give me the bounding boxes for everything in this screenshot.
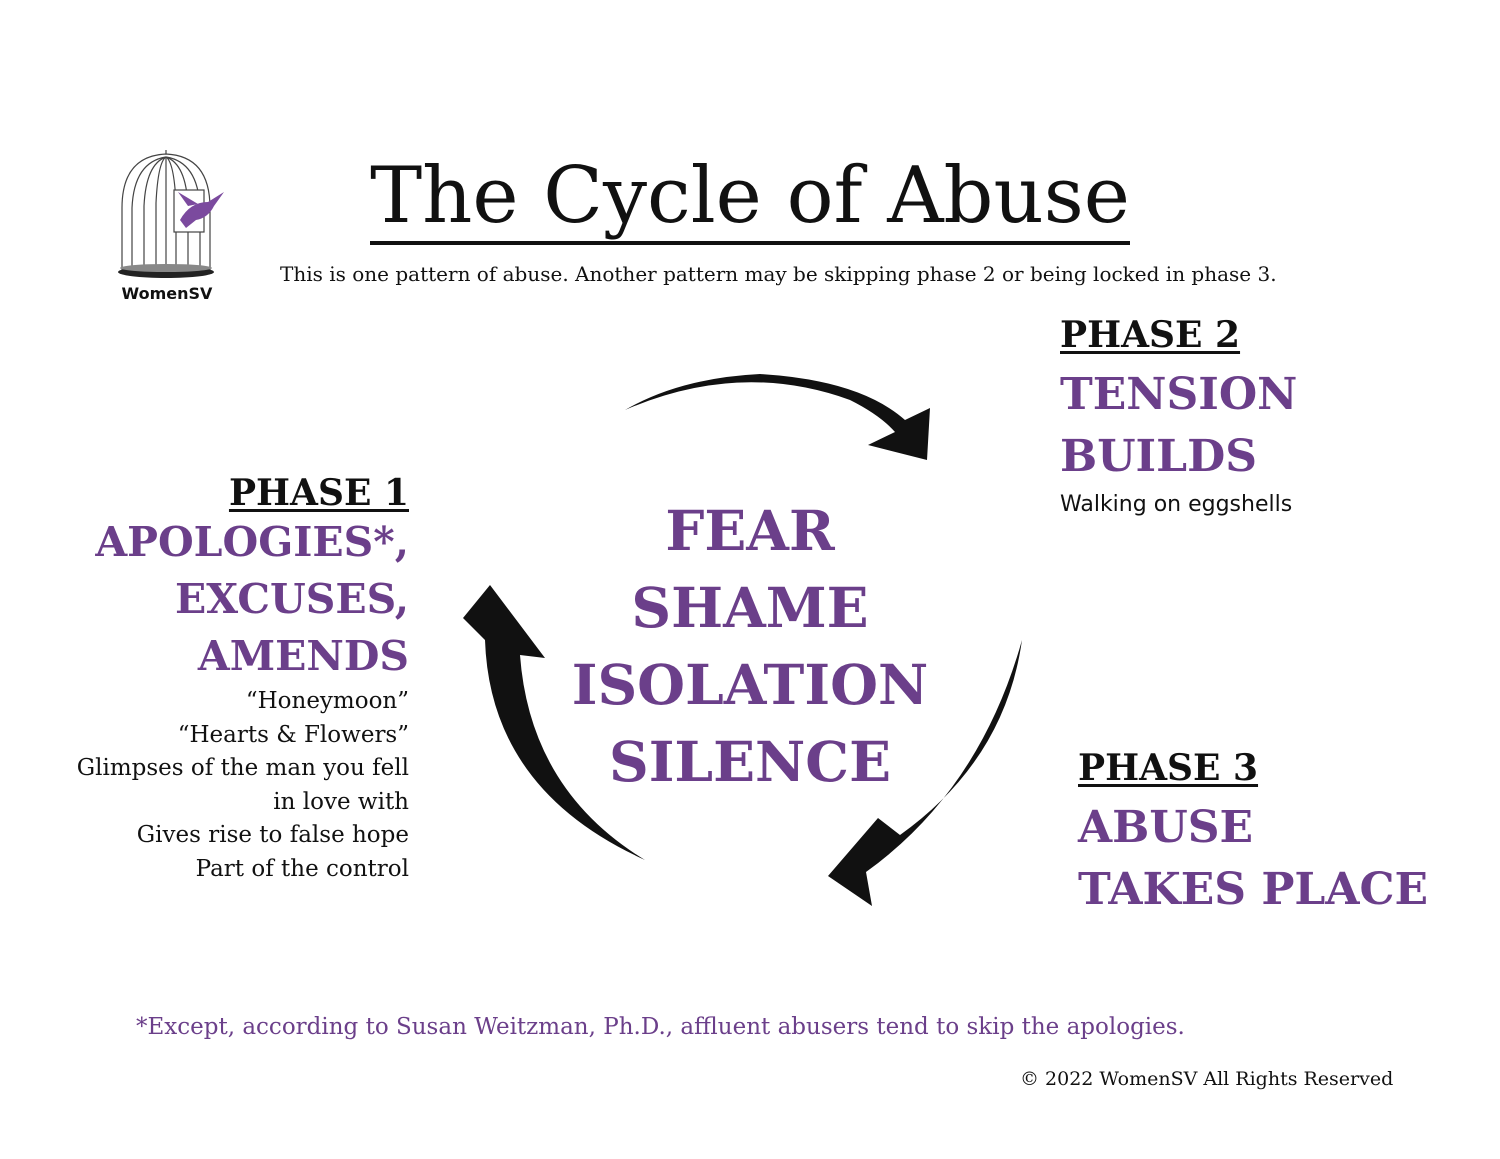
copyright: © 2022 WomenSV All Rights Reserved — [1020, 1068, 1394, 1090]
phase3-heading: PHASE 3 — [1078, 747, 1259, 789]
phase1-detail: Part of the control — [195, 855, 409, 882]
center-words: FEAR SHAME ISOLATION SILENCE — [550, 492, 950, 800]
page-title: The Cycle of Abuse — [0, 150, 1500, 245]
center-word: SHAME — [631, 575, 869, 640]
phase1-detail: “Honeymoon” — [245, 688, 409, 714]
center-word: ISOLATION — [571, 652, 929, 717]
phase3-block: PHASE 3 ABUSE TAKES PLACE — [1078, 747, 1428, 921]
birdcage-swallow-icon — [118, 150, 224, 278]
phase3-title-line: ABUSE — [1078, 802, 1254, 853]
phase1-title-line: EXCUSES, — [174, 575, 409, 623]
arrow-to-phase2-icon — [625, 374, 930, 460]
phase2-detail: Walking on eggshells — [1060, 492, 1293, 517]
center-word: SILENCE — [608, 729, 891, 794]
footnote: *Except, according to Susan Weitzman, Ph… — [136, 1014, 1185, 1040]
phase1-title-line: AMENDS — [197, 632, 409, 680]
subtitle: This is one pattern of abuse. Another pa… — [280, 262, 1277, 286]
womensv-logo — [112, 148, 232, 308]
center-word: FEAR — [665, 498, 835, 563]
phase1-detail: Glimpses of the man you fell in love wit… — [76, 755, 409, 815]
phase1-detail: Gives rise to false hope — [136, 822, 409, 848]
phase1-heading: PHASE 1 — [228, 472, 409, 514]
phase2-title-line: TENSION — [1060, 369, 1298, 420]
phase2-block: PHASE 2 TENSION BUILDS Walking on eggshe… — [1060, 314, 1297, 522]
phase1-title-line: APOLOGIES*, — [95, 518, 409, 566]
phase2-title-line: BUILDS — [1060, 431, 1258, 482]
phase3-title-line: TAKES PLACE — [1078, 864, 1429, 915]
phase2-heading: PHASE 2 — [1060, 314, 1241, 356]
phase1-detail: “Hearts & Flowers” — [177, 721, 409, 748]
logo-text: WomenSV — [121, 284, 213, 303]
phase1-block: PHASE 1 APOLOGIES*, EXCUSES, AMENDS “Hon… — [49, 472, 409, 886]
